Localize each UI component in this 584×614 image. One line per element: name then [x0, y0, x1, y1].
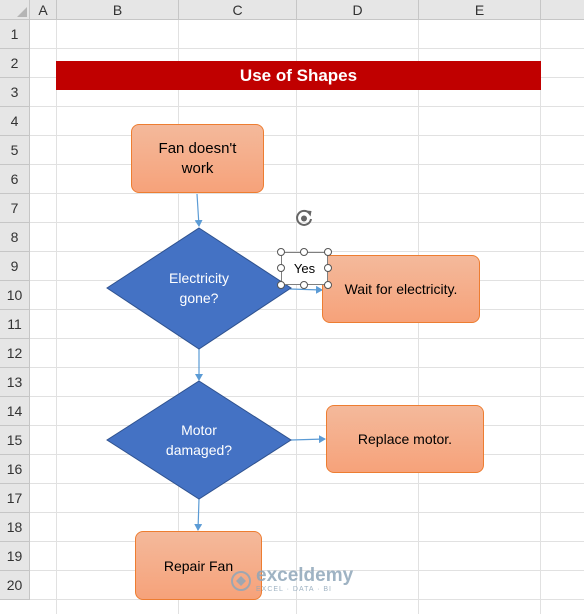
resize-handle-bottom-left[interactable] — [277, 281, 285, 289]
row-header-3[interactable]: 3 — [0, 78, 30, 107]
connector-arrow[interactable] — [289, 285, 323, 294]
row-header-9[interactable]: 9 — [0, 252, 30, 281]
gridline — [30, 193, 584, 194]
gridline — [30, 48, 584, 49]
row-header-7[interactable]: 7 — [0, 194, 30, 223]
row-header-5[interactable]: 5 — [0, 136, 30, 165]
gridline — [30, 396, 584, 397]
gridline — [30, 309, 584, 310]
decision2-label: Motor damaged? — [165, 422, 233, 458]
gridline — [30, 570, 584, 571]
gridline — [30, 338, 584, 339]
yes-label: Yes — [293, 261, 316, 276]
column-header-f[interactable] — [541, 0, 584, 20]
row-header-16[interactable]: 16 — [0, 455, 30, 484]
row-header-4[interactable]: 4 — [0, 107, 30, 136]
row-header-1[interactable]: 1 — [0, 20, 30, 49]
row-header-18[interactable]: 18 — [0, 513, 30, 542]
flowchart-start-label: Fan doesn't work — [158, 139, 237, 177]
resize-handle-bottom[interactable] — [300, 281, 308, 289]
gridline — [30, 222, 584, 223]
title-banner[interactable]: Use of Shapes — [56, 61, 541, 90]
column-header-b[interactable]: B — [57, 0, 179, 20]
wait-electricity-label: Wait for electricity. — [344, 281, 458, 297]
resize-handle-top-left[interactable] — [277, 248, 285, 256]
column-header-d[interactable]: D — [297, 0, 419, 20]
resize-handle-bottom-right[interactable] — [324, 281, 332, 289]
flowchart-start-box[interactable]: Fan doesn't work — [131, 124, 264, 193]
gridline — [296, 20, 297, 614]
row-header-2[interactable]: 2 — [0, 49, 30, 78]
resize-handle-top[interactable] — [300, 248, 308, 256]
connector-arrow[interactable] — [290, 435, 326, 444]
gridline — [30, 599, 584, 600]
column-header-a[interactable]: A — [30, 0, 57, 20]
row-header-12[interactable]: 12 — [0, 339, 30, 368]
row-header-11[interactable]: 11 — [0, 310, 30, 339]
exceldemy-logo-icon — [231, 570, 251, 591]
replace-motor-box[interactable]: Replace motor. — [326, 405, 484, 473]
connector-arrow[interactable] — [194, 193, 203, 227]
resize-handle-right[interactable] — [324, 264, 332, 272]
wait-electricity-box[interactable]: Wait for electricity. — [322, 255, 480, 323]
gridline — [30, 541, 584, 542]
gridline — [30, 425, 584, 426]
row-header-10[interactable]: 10 — [0, 281, 30, 310]
decision1-label: Electricity gone? — [169, 270, 229, 306]
gridline — [30, 135, 584, 136]
row-header-13[interactable]: 13 — [0, 368, 30, 397]
gridline — [540, 20, 541, 614]
watermark-tagline: EXCEL · DATA · BI — [256, 586, 332, 593]
select-all-corner[interactable] — [0, 0, 30, 20]
gridline — [30, 164, 584, 165]
row-header-19[interactable]: 19 — [0, 542, 30, 571]
decision-diamond-motor[interactable] — [106, 380, 292, 500]
connector-arrow[interactable] — [194, 498, 203, 531]
resize-handle-top-right[interactable] — [324, 248, 332, 256]
column-header-e[interactable]: E — [419, 0, 541, 20]
gridline — [30, 483, 584, 484]
gridline — [30, 454, 584, 455]
replace-motor-label: Replace motor. — [357, 431, 453, 447]
row-header-6[interactable]: 6 — [0, 165, 30, 194]
gridline — [56, 20, 57, 614]
row-header-20[interactable]: 20 — [0, 571, 30, 600]
row-header-15[interactable]: 15 — [0, 426, 30, 455]
watermark-name: exceldemy — [256, 565, 354, 586]
resize-handle-left[interactable] — [277, 264, 285, 272]
rotate-handle-icon[interactable] — [293, 207, 315, 229]
row-header-17[interactable]: 17 — [0, 484, 30, 513]
gridline — [30, 367, 584, 368]
gridline — [30, 512, 584, 513]
row-header-14[interactable]: 14 — [0, 397, 30, 426]
select-all-triangle-icon — [17, 7, 27, 17]
row-header-8[interactable]: 8 — [0, 223, 30, 252]
gridline — [30, 106, 584, 107]
repair-fan-label: Repair Fan — [163, 557, 234, 574]
exceldemy-watermark: exceldemy EXCEL · DATA · BI — [230, 565, 354, 594]
decision-diamond-electricity[interactable] — [106, 227, 292, 350]
column-header-c[interactable]: C — [179, 0, 297, 20]
